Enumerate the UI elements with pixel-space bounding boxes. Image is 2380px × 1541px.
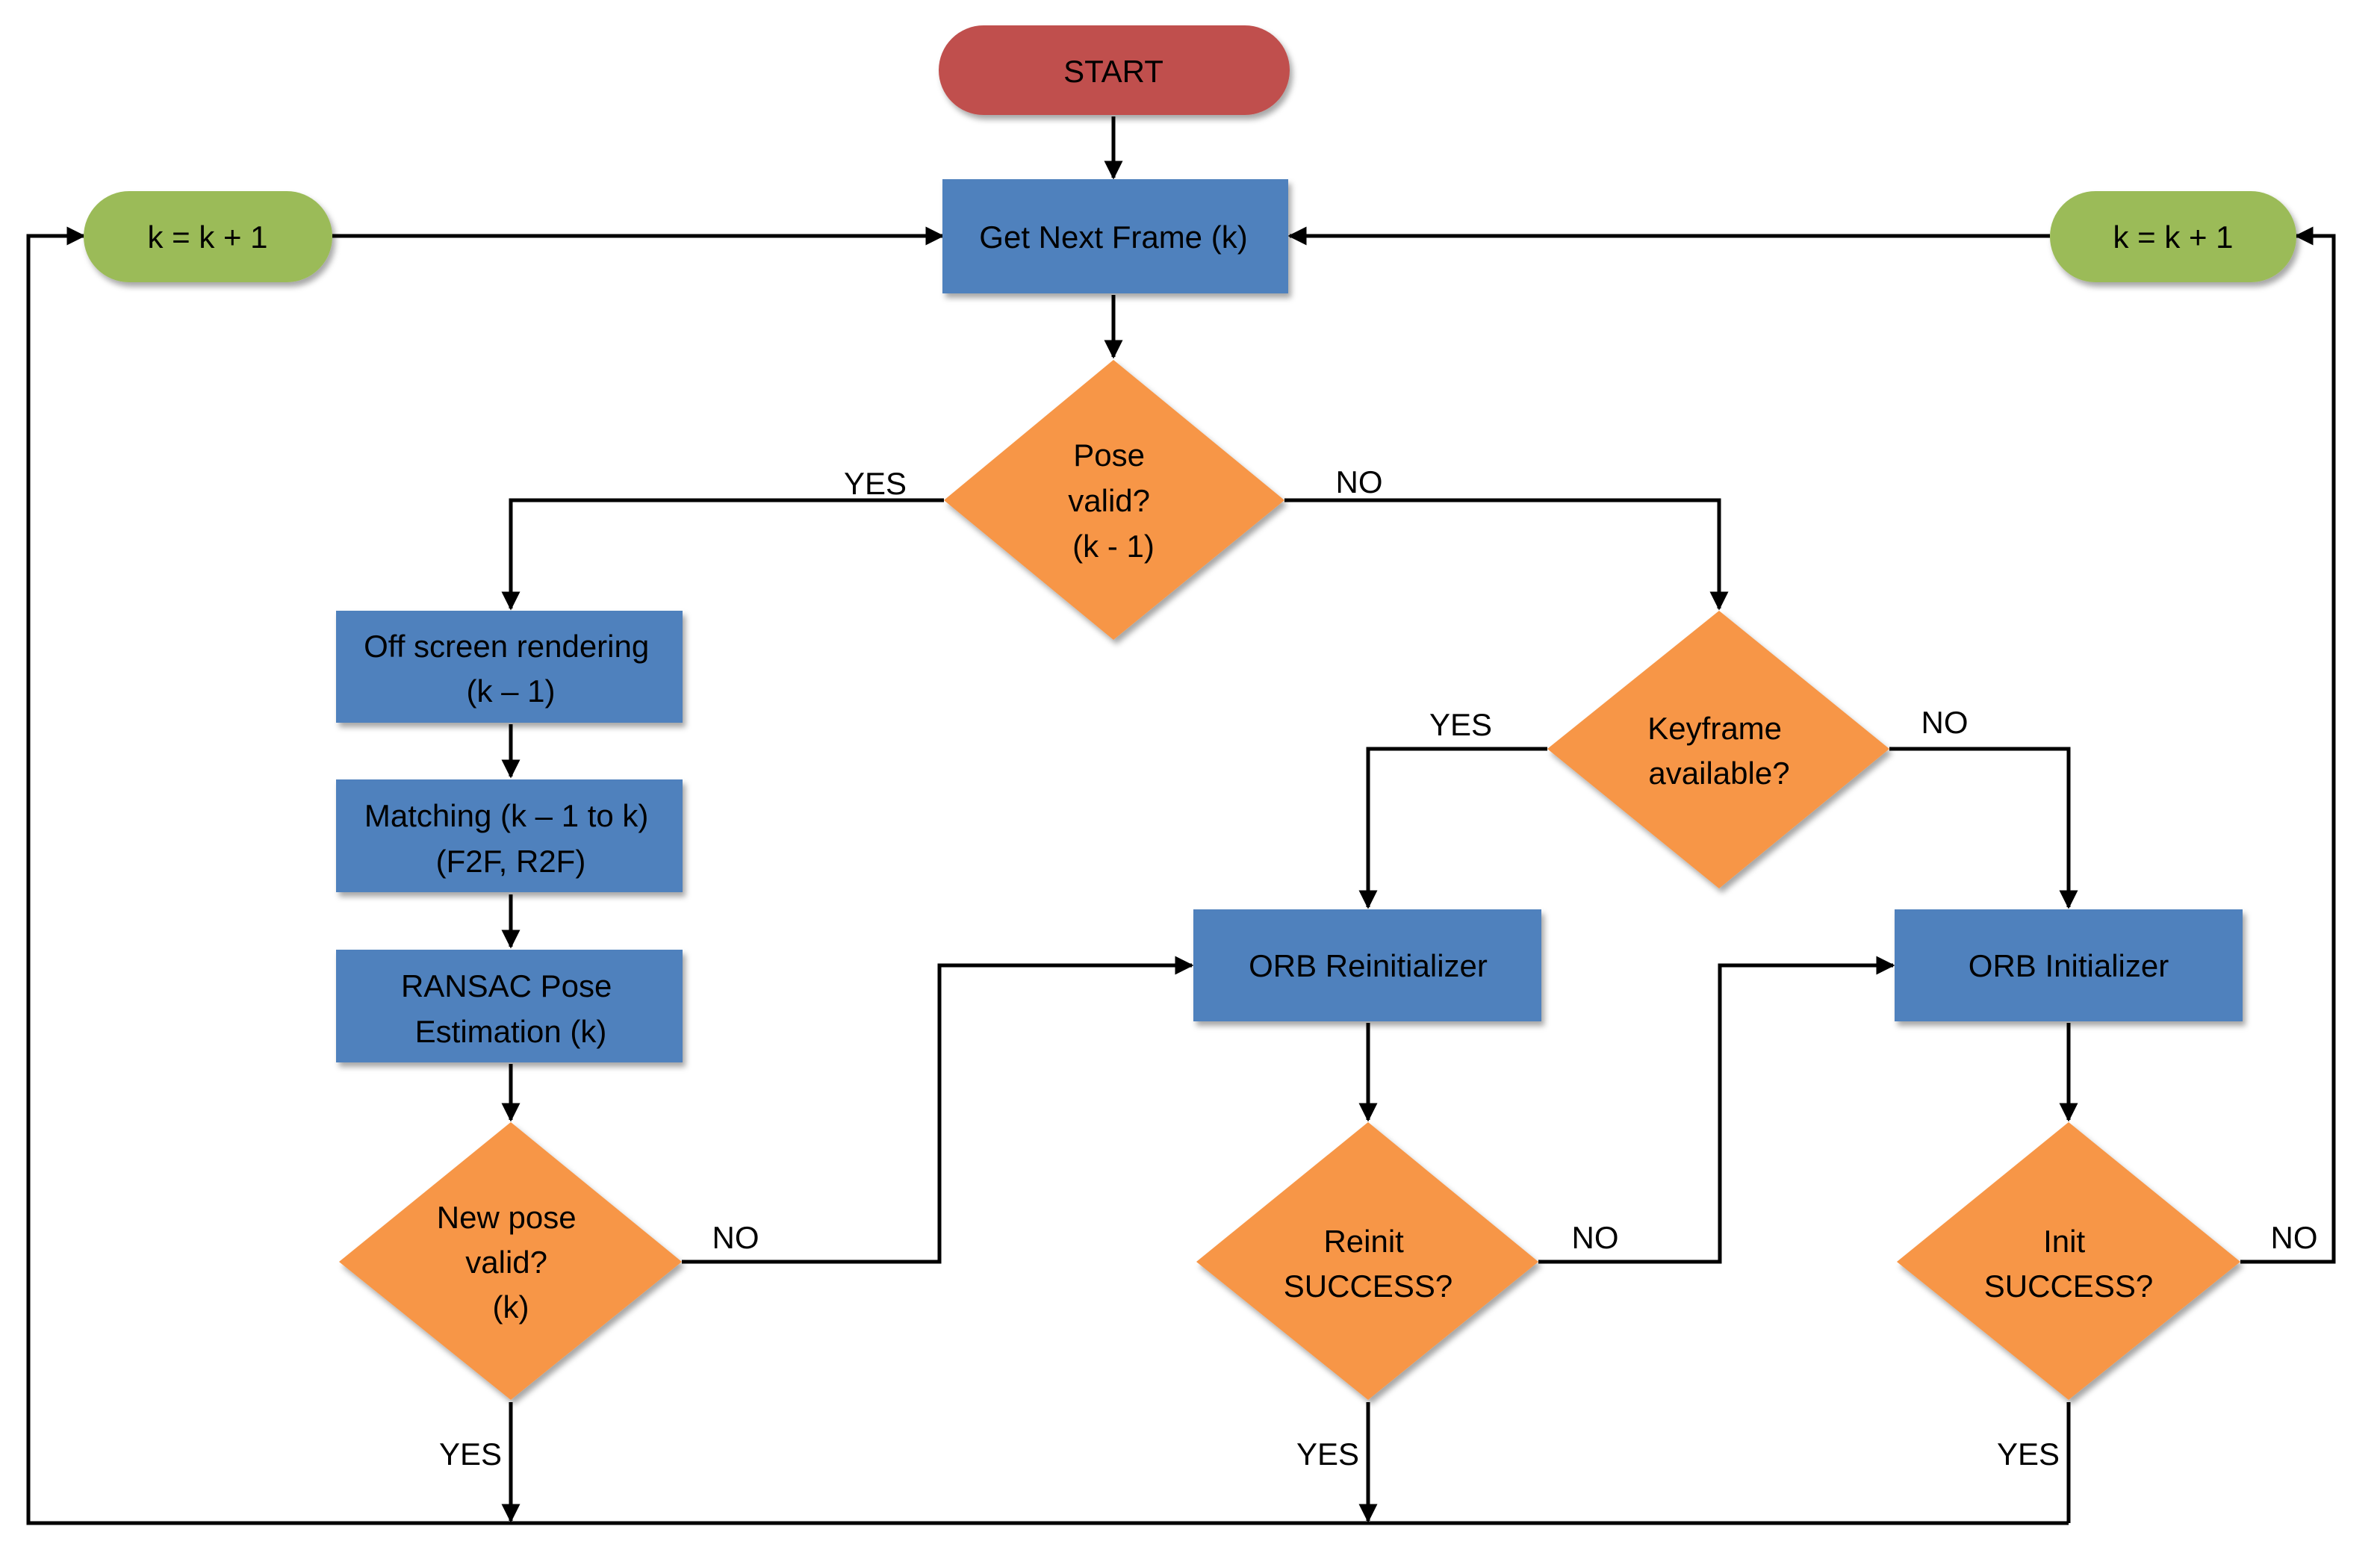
connector-keyframe-no	[1889, 747, 2078, 909]
new-pose-valid-label: New pose valid? (k)	[437, 1200, 585, 1324]
connector-pose-no	[1284, 498, 1729, 611]
connector-newpose-no	[682, 956, 1194, 1264]
orb-reinitializer-label: ORB Reinitializer	[1249, 948, 1488, 983]
connectors	[26, 116, 2336, 1525]
counter-right-shape	[2050, 191, 2296, 282]
pose-valid-label: Pose valid? (k - 1)	[1068, 438, 1158, 564]
edge-label-newpose-no: NO	[712, 1220, 759, 1255]
matching-box	[336, 779, 683, 892]
init-success-diamond	[1897, 1122, 2240, 1400]
orb-initializer-label: ORB Initializer	[1969, 948, 2169, 983]
orb-initializer-box	[1895, 909, 2243, 1021]
reinit-success-label: Reinit SUCCESS?	[1284, 1224, 1452, 1304]
start-terminal	[939, 25, 1290, 115]
keyframe-diamond	[1547, 611, 1889, 888]
get-next-frame-label: Get Next Frame (k)	[979, 220, 1247, 255]
edge-label-reinit-yes: YES	[1296, 1436, 1359, 1472]
get-next-frame-box	[942, 179, 1288, 293]
ransac-box	[336, 950, 683, 1062]
pose-valid-diamond	[944, 360, 1284, 640]
keyframe-label: Keyframe available?	[1647, 711, 1790, 791]
edge-label-init-no: NO	[2271, 1220, 2318, 1255]
start-label: START	[1063, 54, 1163, 89]
offscreen-rendering-box	[336, 611, 683, 723]
edge-label-pose-yes: YES	[844, 466, 907, 501]
counter-left-label: k = k + 1	[147, 220, 267, 255]
connector-keyframe-yes	[1358, 747, 1547, 909]
edge-label-reinit-no: NO	[1572, 1220, 1619, 1255]
start-terminal-shape	[939, 25, 1290, 115]
connector-reinit-no	[1538, 956, 1895, 1264]
edge-label-init-yes: YES	[1997, 1436, 2060, 1472]
connector-pose-yes	[501, 498, 944, 611]
ransac-label: RANSAC Pose Estimation (k)	[401, 968, 621, 1049]
edge-label-newpose-yes: YES	[439, 1436, 502, 1472]
orb-reinitializer-box	[1193, 909, 1541, 1021]
connector-init-no	[2240, 226, 2336, 1264]
counter-right-label: k = k + 1	[2113, 220, 2233, 255]
edge-label-keyframe-no: NO	[1921, 705, 1969, 740]
connector-bottom-return	[26, 226, 2069, 1525]
init-success-label: Init SUCCESS?	[1984, 1224, 2153, 1304]
offscreen-rendering-label: Off screen rendering (k – 1)	[364, 629, 658, 709]
counter-left-shape	[84, 191, 332, 282]
new-pose-valid-diamond	[339, 1122, 682, 1400]
edge-label-keyframe-yes: YES	[1429, 707, 1492, 742]
reinit-success-diamond	[1196, 1122, 1538, 1400]
matching-label: Matching (k – 1 to k) (F2F, R2F)	[364, 798, 657, 879]
edge-label-pose-no: NO	[1336, 464, 1383, 499]
